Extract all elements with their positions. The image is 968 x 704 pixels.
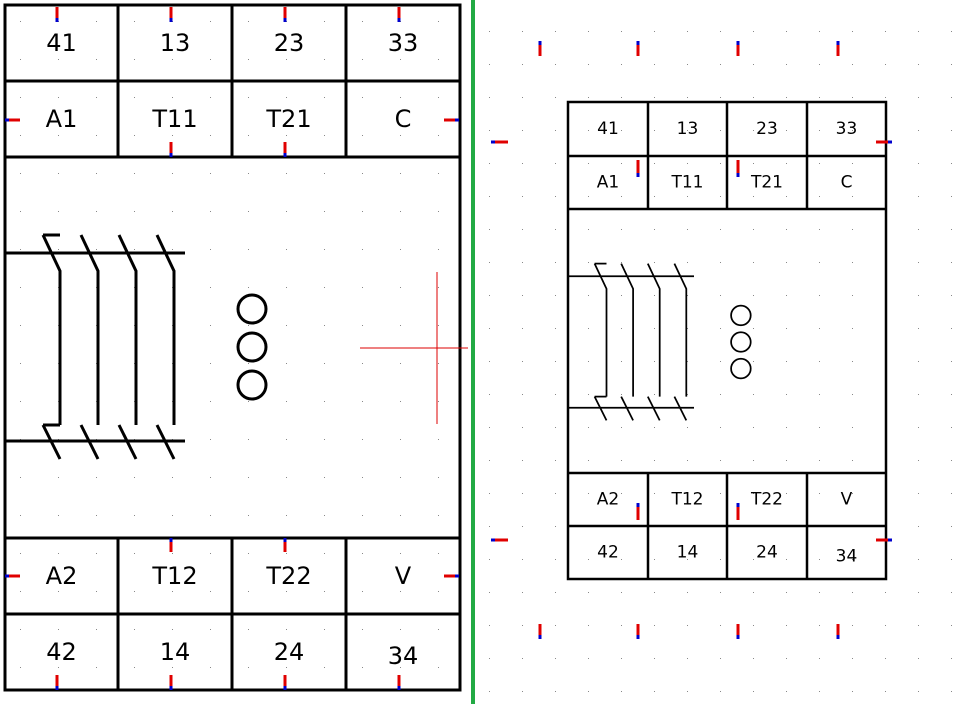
terminal-label: 13 (677, 119, 699, 139)
terminal[interactable] (444, 118, 459, 122)
terminal[interactable] (55, 675, 59, 690)
terminal-label: V (841, 490, 853, 510)
terminal-label: A2 (46, 562, 78, 590)
indicator-circle-icon (730, 331, 752, 353)
terminal[interactable] (636, 624, 640, 639)
terminal-label: T12 (151, 562, 197, 590)
indicator-circle-icon (236, 293, 268, 325)
terminal-label: T22 (750, 490, 783, 510)
terminal[interactable] (5, 118, 20, 122)
terminal[interactable] (283, 675, 287, 690)
terminal[interactable] (283, 7, 287, 22)
terminal[interactable] (836, 41, 840, 56)
terminal[interactable] (169, 675, 173, 690)
terminal[interactable] (876, 538, 892, 542)
grid-right (476, 0, 968, 704)
indicator-circle-icon (730, 304, 752, 327)
terminal-label: A1 (597, 173, 619, 193)
terminal-label: A2 (597, 490, 619, 510)
terminal-label: 13 (160, 29, 191, 57)
terminal-label: T11 (670, 173, 703, 193)
terminal[interactable] (736, 624, 740, 639)
terminal[interactable] (444, 574, 459, 578)
terminal-label: 24 (274, 638, 305, 666)
terminal-label: T21 (265, 105, 311, 133)
terminal[interactable] (538, 41, 542, 56)
grid-left (0, 0, 472, 704)
terminal-label: T11 (151, 105, 197, 133)
terminal[interactable] (491, 538, 508, 542)
indicator-circle-icon (236, 331, 268, 363)
terminal-label: 14 (160, 638, 191, 666)
indicator-circle-icon (236, 369, 268, 401)
terminal-label: 41 (46, 29, 77, 57)
terminal[interactable] (397, 7, 401, 22)
terminal[interactable] (538, 624, 542, 639)
terminal[interactable] (736, 41, 740, 56)
terminal-label: 24 (756, 543, 778, 563)
terminal[interactable] (491, 140, 508, 144)
terminal[interactable] (5, 574, 20, 578)
terminal[interactable] (636, 41, 640, 56)
terminal-label: 34 (836, 547, 858, 567)
terminal[interactable] (169, 142, 173, 157)
terminal[interactable] (397, 675, 401, 690)
terminal-label: 42 (46, 638, 77, 666)
indicator-circle-icon (730, 357, 752, 380)
terminal-label: 34 (388, 642, 419, 670)
terminal-label: 41 (597, 119, 619, 139)
terminal-label: 33 (836, 119, 858, 139)
terminal[interactable] (736, 160, 740, 177)
terminal-label: 23 (274, 29, 305, 57)
terminal[interactable] (636, 160, 640, 177)
terminal[interactable] (876, 140, 892, 144)
terminal-label: T21 (750, 173, 783, 193)
terminal-label: 33 (388, 29, 419, 57)
terminal[interactable] (283, 538, 287, 552)
terminal[interactable] (169, 538, 173, 552)
terminal-label: 23 (756, 119, 778, 139)
crosshair-cursor (360, 272, 468, 424)
terminal[interactable] (283, 142, 287, 157)
terminal[interactable] (55, 7, 59, 22)
terminal-label: A1 (46, 105, 78, 133)
contact-block (5, 233, 268, 460)
terminal-label: 42 (597, 543, 619, 563)
terminal[interactable] (636, 503, 640, 520)
terminal-label: C (395, 105, 412, 133)
terminal-label: 14 (677, 543, 699, 563)
terminal-label: C (841, 173, 853, 193)
terminal[interactable] (169, 7, 173, 22)
terminal[interactable] (736, 503, 740, 520)
terminal-label: V (395, 562, 412, 590)
terminal[interactable] (836, 624, 840, 639)
terminal-label: T22 (265, 562, 311, 590)
contact-block (568, 262, 752, 421)
terminal-label: T12 (670, 490, 703, 510)
